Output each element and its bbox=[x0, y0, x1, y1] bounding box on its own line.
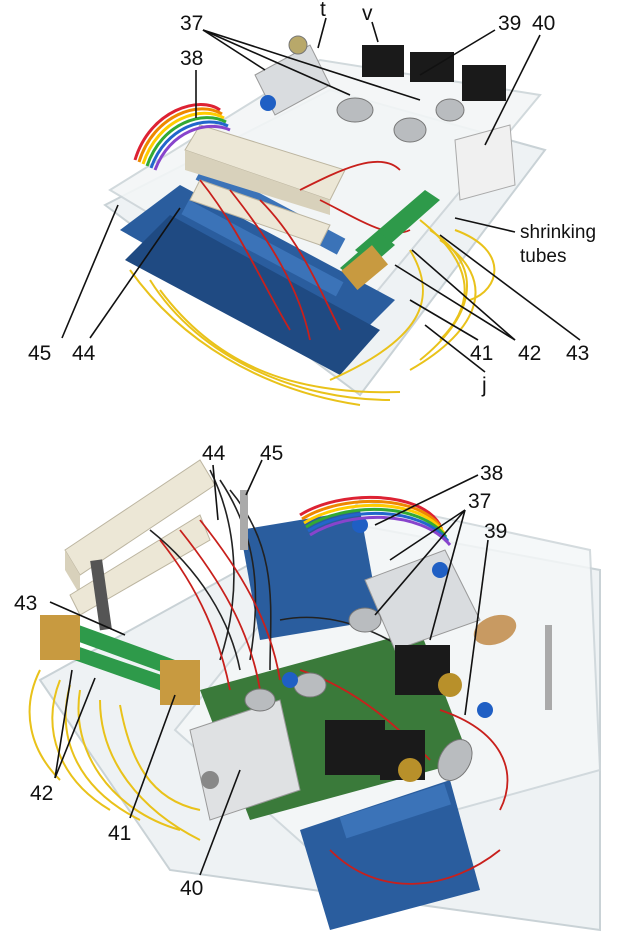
top-label-42: 42 bbox=[518, 342, 541, 365]
bottom-label-40: 40 bbox=[180, 877, 203, 900]
knurled-knob-2 bbox=[398, 758, 422, 782]
red-wire-bundle bbox=[199, 160, 411, 341]
standoff-right bbox=[545, 625, 552, 710]
blue-fitting-b3 bbox=[477, 702, 493, 718]
rainbow-ribbon-cable bbox=[133, 102, 231, 171]
valve-3 bbox=[462, 65, 506, 101]
top-label-38: 38 bbox=[180, 47, 203, 70]
silver-fitting-b3 bbox=[244, 688, 276, 712]
silver-fitting-b4 bbox=[437, 739, 473, 781]
top-label-tubes: tubes bbox=[520, 246, 566, 267]
top-label-v: v bbox=[362, 2, 373, 25]
top-device-photo: 37 38 t v 39 40 shrinking tubes 45 44 41… bbox=[28, 0, 596, 406]
top-label-shrinking: shrinking bbox=[520, 222, 596, 243]
top-label-41: 41 bbox=[470, 342, 493, 365]
aluminium-block-37 bbox=[364, 549, 481, 651]
top-label-j: j bbox=[481, 374, 487, 397]
rainbow-ribbon-cable-bottom bbox=[299, 495, 452, 546]
bottom-label-43: 43 bbox=[14, 592, 37, 615]
valve-bottom-2 bbox=[325, 720, 385, 775]
bottom-label-44: 44 bbox=[202, 442, 226, 465]
bottom-leader-lines bbox=[49, 459, 489, 876]
blue-fitting-b2 bbox=[432, 562, 448, 578]
top-leader-lines bbox=[61, 17, 581, 373]
blue-fitting-b4 bbox=[352, 517, 368, 533]
top-label-45: 45 bbox=[28, 342, 51, 365]
top-label-39: 39 bbox=[498, 12, 521, 35]
valve-1 bbox=[362, 45, 404, 77]
green-terminal-block-bottom bbox=[40, 615, 200, 705]
top-label-t: t bbox=[320, 0, 326, 21]
pcb-stack-left-shade bbox=[125, 215, 380, 375]
relay-strip bbox=[339, 783, 452, 839]
cream-connector-stack bbox=[64, 459, 216, 631]
fitting-t bbox=[288, 35, 308, 55]
silver-fitting-b2 bbox=[293, 672, 327, 698]
yellow-wire-bundle-bottom bbox=[28, 669, 201, 841]
top-label-44: 44 bbox=[72, 342, 96, 365]
bottom-label-39: 39 bbox=[484, 520, 507, 543]
bottom-label-38: 38 bbox=[480, 462, 503, 485]
bottom-label-37: 37 bbox=[468, 490, 491, 513]
silver-fitting-2 bbox=[393, 117, 427, 143]
pcb-relay-row-2 bbox=[181, 200, 344, 297]
bottom-photo-panel: 44 45 38 37 39 43 42 41 40 bbox=[0, 430, 617, 943]
aluminium-block-40 bbox=[189, 699, 301, 821]
bottom-label-45: 45 bbox=[260, 442, 283, 465]
standoff-45 bbox=[240, 490, 248, 550]
bottom-label-42: 42 bbox=[30, 782, 53, 805]
silver-fitting-1 bbox=[336, 97, 374, 123]
knurled-knob-1 bbox=[438, 673, 462, 697]
bottom-device-photo: 44 45 38 37 39 43 42 41 40 bbox=[14, 442, 602, 932]
top-label-43: 43 bbox=[566, 342, 589, 365]
bottom-label-41: 41 bbox=[108, 822, 131, 845]
pcb-blue-back bbox=[240, 510, 380, 640]
top-photo-panel: 37 38 t v 39 40 shrinking tubes 45 44 41… bbox=[0, 0, 617, 430]
blue-fitting-b1 bbox=[282, 672, 298, 688]
top-label-37: 37 bbox=[180, 12, 203, 35]
toggle-switch bbox=[201, 771, 219, 789]
silver-fitting-3 bbox=[435, 98, 465, 122]
blue-fitting bbox=[260, 95, 276, 111]
green-terminal-block bbox=[340, 190, 440, 291]
top-label-40: 40 bbox=[532, 12, 555, 35]
silver-fitting-b1 bbox=[348, 607, 382, 633]
cork-muffler bbox=[473, 614, 517, 646]
yellow-wire-bundle bbox=[129, 219, 496, 406]
